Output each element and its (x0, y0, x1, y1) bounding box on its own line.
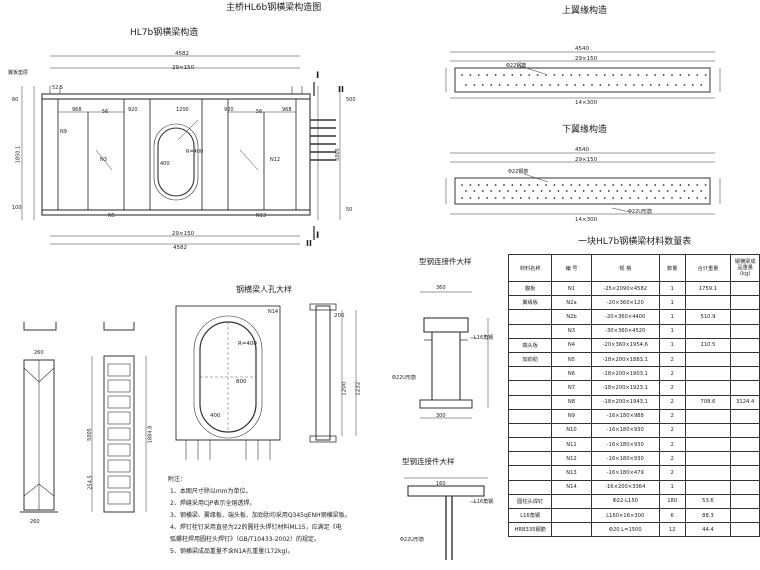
note-item: 弧螺柱焊用圆柱头焊钉》（GB/T10433-2002）的规定。 (170, 536, 320, 543)
small-sections (20, 322, 147, 513)
beam-seg-8: 968 (282, 107, 292, 113)
manhole-dim-800: 800 (236, 379, 247, 385)
bottom-flange-total-dim: 4540 (575, 147, 589, 153)
connector-a (419, 291, 489, 419)
table-header-cell: 编 号 (551, 254, 592, 282)
section-small-dim-1: 260 (34, 350, 44, 356)
note-item: 1、本图尺寸除以mm为单位。 (170, 488, 252, 495)
beam-right-h1: 500 (346, 97, 356, 103)
beam-left-h1: 60 (12, 97, 19, 103)
connector-a-label-angle: L16角钢 (474, 335, 494, 341)
beam-mark-n9: N9 (60, 129, 67, 135)
beam-left-h3: 100 (12, 205, 22, 211)
beam-mark-n3: N3 (100, 157, 107, 163)
beam-seg-2: 968 (72, 107, 82, 113)
beam-hole-r: R=400 (186, 149, 204, 155)
top-flange-title: 上翼缘构造 (562, 6, 608, 16)
bottom-flange-plan (445, 152, 721, 215)
table-header-cell: 钢横梁成品重量(kg) (730, 254, 760, 282)
note-item: 4、焊钉栓钉采用直径为22的圆柱头焊钉材料ML15，应满足《电 (170, 524, 342, 531)
manhole-dim-r: R=400 (238, 341, 257, 347)
manhole-dim-400: 400 (210, 413, 221, 419)
note-item: 2、焊缝采用CJP表示全熔透焊。 (170, 500, 256, 507)
table-cell: Φ20 L=1500 (590, 522, 660, 538)
beam-web-offset-2: 50 (346, 207, 353, 213)
beam-section-mark-4: II (306, 239, 312, 248)
beam-elevation (21, 55, 341, 245)
bottom-flange-bar-label: Φ22钢筋 (508, 169, 529, 175)
bottom-flange-pitch-dim: 29×150 (575, 157, 598, 163)
beam-seg-6: 920 (224, 107, 234, 113)
top-flange-pitch-dim: 29×150 (575, 56, 598, 62)
beam-seg-1: 52.5 (52, 85, 64, 91)
connector-b-dim: 160 (436, 481, 446, 487)
section-small-dim-5: 260 (30, 519, 40, 525)
beam-mark-n12: N12 (270, 157, 281, 163)
beam-seg-5: 1200 (176, 107, 189, 113)
beam-left-note: 翼板垫层 (8, 70, 29, 76)
note-item: 5、钢横梁成品重量不含N1A孔重量(172kg)。 (170, 548, 294, 555)
connector-b-title: 型钢连接件大样 (402, 457, 455, 466)
manhole-dim-200: 200 (334, 313, 345, 319)
bottom-flange-bottom-dim: 14×300 (575, 217, 598, 223)
beam-section-mark-2: I (316, 231, 320, 241)
beam-section-mark-3: II (338, 85, 344, 94)
beam-hole-400: 400 (160, 161, 170, 167)
table-cell (551, 522, 592, 538)
main-title: 主桥HL6b钢横梁构造图 (226, 3, 322, 13)
beam-view-title: HL7b钢横梁构造 (130, 28, 199, 38)
connector-b-label-u: Φ22U形筋 (400, 537, 424, 543)
table-cell: 44.4 (684, 522, 732, 538)
beam-mark-n13: N13 (256, 213, 267, 219)
beam-section-mark-1: I (316, 71, 320, 81)
beam-mark-n5: N5 (108, 213, 115, 219)
manhole-label-n14: N14 (268, 309, 279, 315)
beam-bottom-pitch-dim: 29×150 (172, 231, 195, 237)
connector-b (404, 477, 488, 560)
connector-a-dim-bottom: 300 (436, 413, 446, 419)
top-flange-total-dim: 4540 (575, 46, 589, 52)
manhole-title: 钢横梁人孔大样 (236, 285, 292, 294)
beam-bottom-total-dim: 4582 (173, 245, 187, 251)
notes-heading: 附注： (168, 476, 187, 483)
top-flange-bar-label: Φ22钢筋 (506, 63, 527, 69)
manhole-detail (175, 303, 357, 460)
table-cell (730, 522, 760, 538)
note-item: 3、钢横梁、翼缘板、端头板、加劲肋均采用Q345qENH钢横梁板。 (170, 512, 351, 519)
beam-seg-4: 920 (128, 107, 138, 113)
top-flange-bottom-dim: 14×300 (575, 100, 598, 106)
beam-top-total-dim: 4582 (175, 51, 189, 57)
connector-a-dim-top: 360 (436, 285, 446, 291)
bottom-flange-u-label: Φ22U形筋 (628, 209, 652, 215)
bottom-flange-title: 下翼缘构造 (562, 125, 608, 135)
top-flange-plan (445, 51, 721, 99)
material-table-title: 一块HL7b钢横梁材料数量表 (578, 237, 692, 247)
connector-b-label-angle: L16角钢 (474, 499, 494, 505)
table-header-cell: 合计重量 (684, 254, 732, 282)
notes-block: 附注： 1、本图尺寸除以mm为单位。 2、焊缝采用CJP表示全熔透焊。 3、钢横… (168, 474, 351, 558)
connector-a-label-u: Φ22U形筋 (392, 375, 416, 381)
connector-a-title: 型钢连接件大样 (419, 257, 472, 266)
